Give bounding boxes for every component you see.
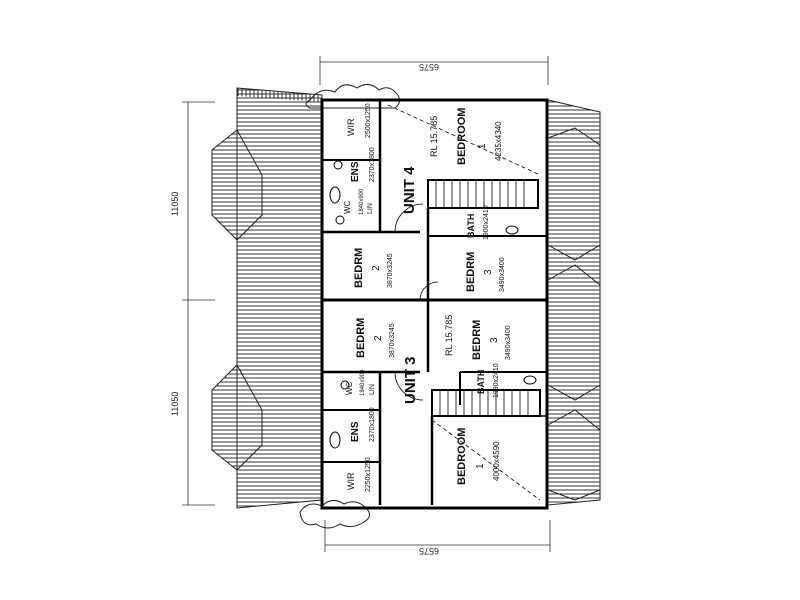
fixtures [329, 160, 537, 449]
u4-lin-name: LIN [367, 203, 374, 214]
u3-lin-name: LIN [369, 384, 376, 395]
u3-wc-name: WC [345, 381, 354, 395]
u3-ens-name: ENS [350, 421, 361, 442]
dim-bottom-width: 6575 [419, 546, 439, 556]
u4-ens-dims: 2370x1800 [369, 147, 376, 182]
u3-bedrm3-rl: RL 15.785 [444, 315, 454, 356]
u4-bedroom1-dims: 4235x4340 [494, 121, 503, 161]
dim-left-upper: 11050 [170, 192, 180, 216]
unit-3-label: UNIT 3 [402, 356, 419, 404]
u4-wc-dims: 1840x900 [359, 188, 365, 215]
u4-bath-dims: 1900x2410 [483, 205, 490, 240]
u4-bedrm3-name: BEDRM [465, 252, 477, 292]
u3-wir-name: WIR [346, 472, 356, 490]
dim-top-width: 6575 [419, 62, 439, 72]
u3-bedroom1-name: BEDROOM [456, 428, 468, 485]
landscaping [299, 84, 401, 529]
u3-bedroom1-dims: 4000x4590 [492, 441, 501, 481]
u4-bedroom1-name: BEDROOM [456, 108, 468, 165]
stairs [435, 180, 529, 416]
roof-hatching [211, 87, 601, 509]
dimension-lines [182, 56, 551, 552]
u4-ens-name: ENS [350, 161, 361, 182]
dim-left-lower: 11050 [170, 392, 180, 416]
u4-wc-name: WC [343, 200, 352, 214]
u3-wc-dims: 1840x900 [360, 369, 366, 396]
walls [320, 98, 549, 510]
u4-wir-name: WIR [346, 118, 356, 136]
u3-bedrm2-name: BEDRM [355, 318, 367, 358]
door-swings [387, 104, 541, 501]
unit-3-rooms: BEDRM 2 3870x3245 RL 15.785 BEDRM 3 3490… [345, 315, 512, 492]
u4-bedrm3-dims: 3490x3400 [499, 257, 506, 292]
u3-wir-dims: 2250x1250 [365, 457, 372, 492]
u4-bedrm2-dims: 3870x3245 [387, 253, 394, 288]
u4-bath-name: BATH [466, 214, 476, 238]
u3-bedrm3-dims: 3490x3400 [505, 325, 512, 360]
unit-4-label: UNIT 4 [401, 166, 418, 214]
u4-bedrm3-number: 3 [483, 269, 494, 275]
u4-wir-dims: 2500x1250 [365, 103, 372, 138]
u3-bedrm3-number: 3 [489, 337, 500, 343]
u4-bedroom1-rl: RL 15.785 [429, 116, 439, 157]
u3-bath-dims: 1990x2410 [493, 363, 500, 398]
u3-ens-dims: 2370x1800 [369, 407, 376, 442]
u3-bedrm3-name: BEDRM [471, 320, 483, 360]
u4-bedrm2-name: BEDRM [353, 248, 365, 288]
u3-bedroom1-number: 1 [475, 463, 486, 469]
u3-bedrm2-number: 2 [373, 335, 384, 341]
u4-bedroom1-number: 1 [477, 143, 488, 149]
unit-4-rooms: WIR 2500x1250 ENS 2370x1800 WC 1840x900 … [343, 103, 506, 292]
u4-bedrm2-number: 2 [371, 265, 382, 271]
u3-bath-name: BATH [476, 370, 486, 394]
u3-bedrm2-dims: 3870x3245 [389, 323, 396, 358]
